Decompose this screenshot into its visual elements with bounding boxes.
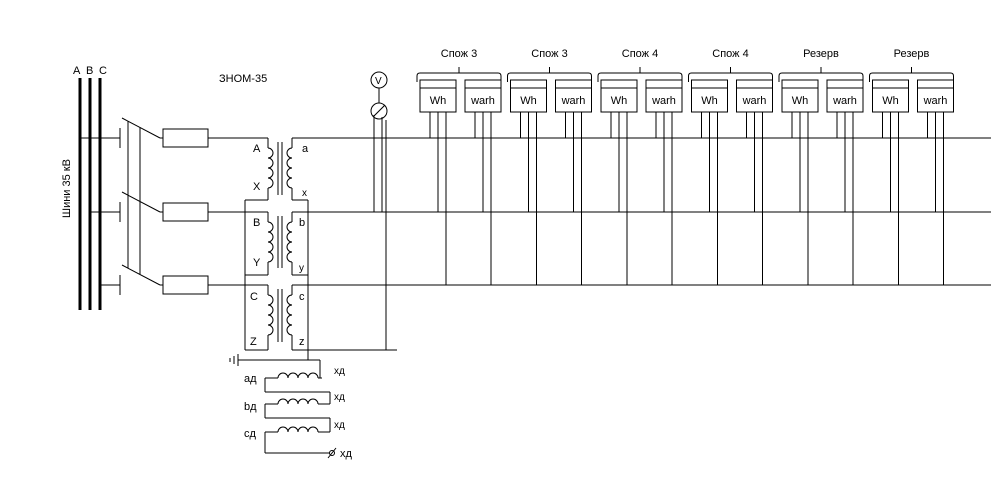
winding-label-c: C <box>250 291 258 303</box>
meter-group-label: Спож 3 <box>441 48 477 60</box>
bus-label: Шини 35 кВ <box>61 159 73 218</box>
bus-phase-label-a: A <box>73 65 81 77</box>
transformer-secondary: a x b y c z <box>286 137 309 360</box>
meter-box <box>464 79 502 113</box>
meter-box <box>555 79 592 113</box>
voltmeter-symbol: V <box>375 76 382 87</box>
meter-box <box>826 79 864 113</box>
delta-label-x3: xд <box>334 420 345 431</box>
meter-label: warh <box>742 95 767 107</box>
winding-label-c-sec: c <box>299 291 305 303</box>
fuse-a <box>162 128 209 148</box>
meter-group-label: Резерв <box>803 48 839 60</box>
bus-phase-label-c: C <box>99 65 107 77</box>
fuse-c <box>162 275 209 295</box>
winding-label-b-sec: b <box>299 217 305 229</box>
meter-group: Спож 3 Wh warh <box>507 48 592 285</box>
delta-terminal-label: хд <box>340 448 353 460</box>
delta-label-a: aд <box>244 373 257 385</box>
winding-label-y-sec: y <box>299 263 304 274</box>
meter-label: Wh <box>882 95 899 107</box>
meter-box <box>645 79 683 113</box>
busbars: A B C Шини 35 кВ <box>61 65 107 310</box>
meter-label: warh <box>923 95 948 107</box>
winding-label-a-sec: a <box>302 143 309 155</box>
transformer-primary: A X B Y C Z <box>244 138 274 351</box>
meter-label: warh <box>651 95 676 107</box>
delta-label-x2: xд <box>334 392 345 403</box>
meter-label: warh <box>470 95 495 107</box>
meter-label: Wh <box>792 95 809 107</box>
meter-label: Wh <box>611 95 628 107</box>
delta-label-c: cд <box>244 428 257 440</box>
meter-box <box>781 79 819 113</box>
winding-label-b: B <box>253 217 260 229</box>
winding-label-x: X <box>253 181 261 193</box>
meter-box <box>872 79 909 113</box>
transformer-title: ЗНОМ-35 <box>219 73 267 85</box>
winding-label-z: Z <box>250 336 257 348</box>
meter-group: Спож 4 Wh warh <box>688 48 773 285</box>
delta-label-x1: xд <box>334 366 345 377</box>
meter-box <box>736 79 773 113</box>
winding-label-x-sec: x <box>302 188 307 199</box>
winding-label-z-sec: z <box>299 336 305 348</box>
meter-group-label: Спож 3 <box>531 48 567 60</box>
winding-label-a: A <box>253 143 261 155</box>
meter-label: Wh <box>430 95 447 107</box>
meter-group-label: Спож 4 <box>712 48 748 60</box>
transformer-cores <box>277 142 283 342</box>
meter-group: Спож 4 Wh warh <box>597 48 683 285</box>
meter-group-label: Спож 4 <box>622 48 658 60</box>
winding-label-y: Y <box>253 257 261 269</box>
meter-label: Wh <box>520 95 537 107</box>
voltmeter: V <box>370 71 388 212</box>
delta-windings: aд xд bд xд cд xд хд <box>229 354 353 460</box>
delta-label-b: bд <box>244 401 257 413</box>
fuses <box>160 128 268 295</box>
meter-group: Спож 3 Wh warh <box>416 48 502 285</box>
meter-box <box>600 79 638 113</box>
meter-label: warh <box>561 95 586 107</box>
disconnector <box>80 117 161 295</box>
bus-phase-label-b: B <box>86 65 93 77</box>
secondary-bus <box>308 120 991 351</box>
meter-label: Wh <box>701 95 718 107</box>
meter-box <box>917 79 954 113</box>
meter-label: warh <box>832 95 857 107</box>
fuse-b <box>162 202 209 222</box>
meter-group-label: Резерв <box>894 48 930 60</box>
